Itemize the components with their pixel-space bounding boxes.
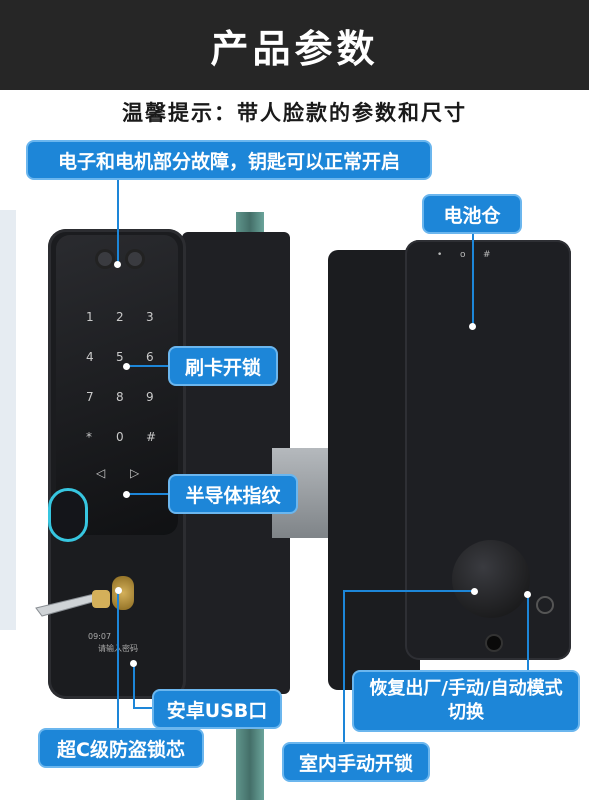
callout-manual-unlock: 室内手动开锁 xyxy=(282,742,430,782)
callout-lock-core: 超C级防盗锁芯 xyxy=(38,728,204,768)
rear-indicator-icon: • xyxy=(437,250,443,260)
mode-button[interactable] xyxy=(536,596,554,614)
callout-usb: 安卓USB口 xyxy=(152,689,282,729)
callout-mode-line2: 切换 xyxy=(448,702,484,723)
camera-icon xyxy=(98,252,112,266)
page-title: 产品参数 xyxy=(210,26,379,71)
callout-dot xyxy=(114,261,121,268)
callout-dot xyxy=(469,323,476,330)
front-glass-panel xyxy=(56,235,178,535)
callout-mode-line1: 恢复出厂/手动/自动模式 xyxy=(369,678,563,699)
callout-mode-switch: 恢复出厂/手动/自动模式 切换 xyxy=(352,670,580,732)
keypad-key-5[interactable]: 5 xyxy=(116,350,124,364)
front-lock-body xyxy=(48,229,186,699)
keypad-key-4[interactable]: 4 xyxy=(86,350,94,364)
keypad-key-1[interactable]: 1 xyxy=(86,310,94,324)
keypad-key-0[interactable]: 0 xyxy=(116,430,124,444)
keypad-key-star[interactable]: * xyxy=(86,430,92,444)
callout-fingerprint: 半导体指纹 xyxy=(168,474,298,514)
callout-backup-key: 电子和电机部分故障，钥匙可以正常开启 xyxy=(26,140,432,180)
screen-prompt: 请输入密码 xyxy=(98,644,138,653)
callout-dot xyxy=(123,491,130,498)
indoor-knob[interactable] xyxy=(452,540,530,618)
callout-dot xyxy=(524,591,531,598)
screen-time: 09:07 xyxy=(88,632,112,641)
background-strip xyxy=(0,210,16,630)
keypad-key-2[interactable]: 2 xyxy=(116,310,124,324)
fingerprint-sensor-icon[interactable] xyxy=(48,488,88,542)
rear-indicator-icon: # xyxy=(483,250,491,260)
callout-dot xyxy=(115,587,122,594)
callout-dot xyxy=(471,588,478,595)
keypad-key-7[interactable]: 7 xyxy=(86,390,94,404)
lock-indicator-icon: ◁ xyxy=(96,466,106,480)
keypad-key-hash[interactable]: # xyxy=(146,430,157,444)
keypad-key-3[interactable]: 3 xyxy=(146,310,154,324)
camera-icon xyxy=(128,252,142,266)
keypad-key-6[interactable]: 6 xyxy=(146,350,154,364)
unlock-indicator-icon: ▷ xyxy=(130,466,140,480)
usb-port-icon xyxy=(487,636,501,650)
callout-dot xyxy=(123,363,130,370)
keypad-key-9[interactable]: 9 xyxy=(146,390,154,404)
subtitle: 温馨提示：带人脸款的参数和尺寸 xyxy=(122,101,467,125)
callout-dot xyxy=(130,660,137,667)
callout-card-unlock: 刷卡开锁 xyxy=(168,346,278,386)
key-icon xyxy=(35,590,110,617)
keypad-key-8[interactable]: 8 xyxy=(116,390,124,404)
rear-indicator-icon: o xyxy=(460,250,466,260)
callout-battery: 电池仓 xyxy=(422,194,522,234)
header-bar: 产品参数 xyxy=(0,0,589,90)
